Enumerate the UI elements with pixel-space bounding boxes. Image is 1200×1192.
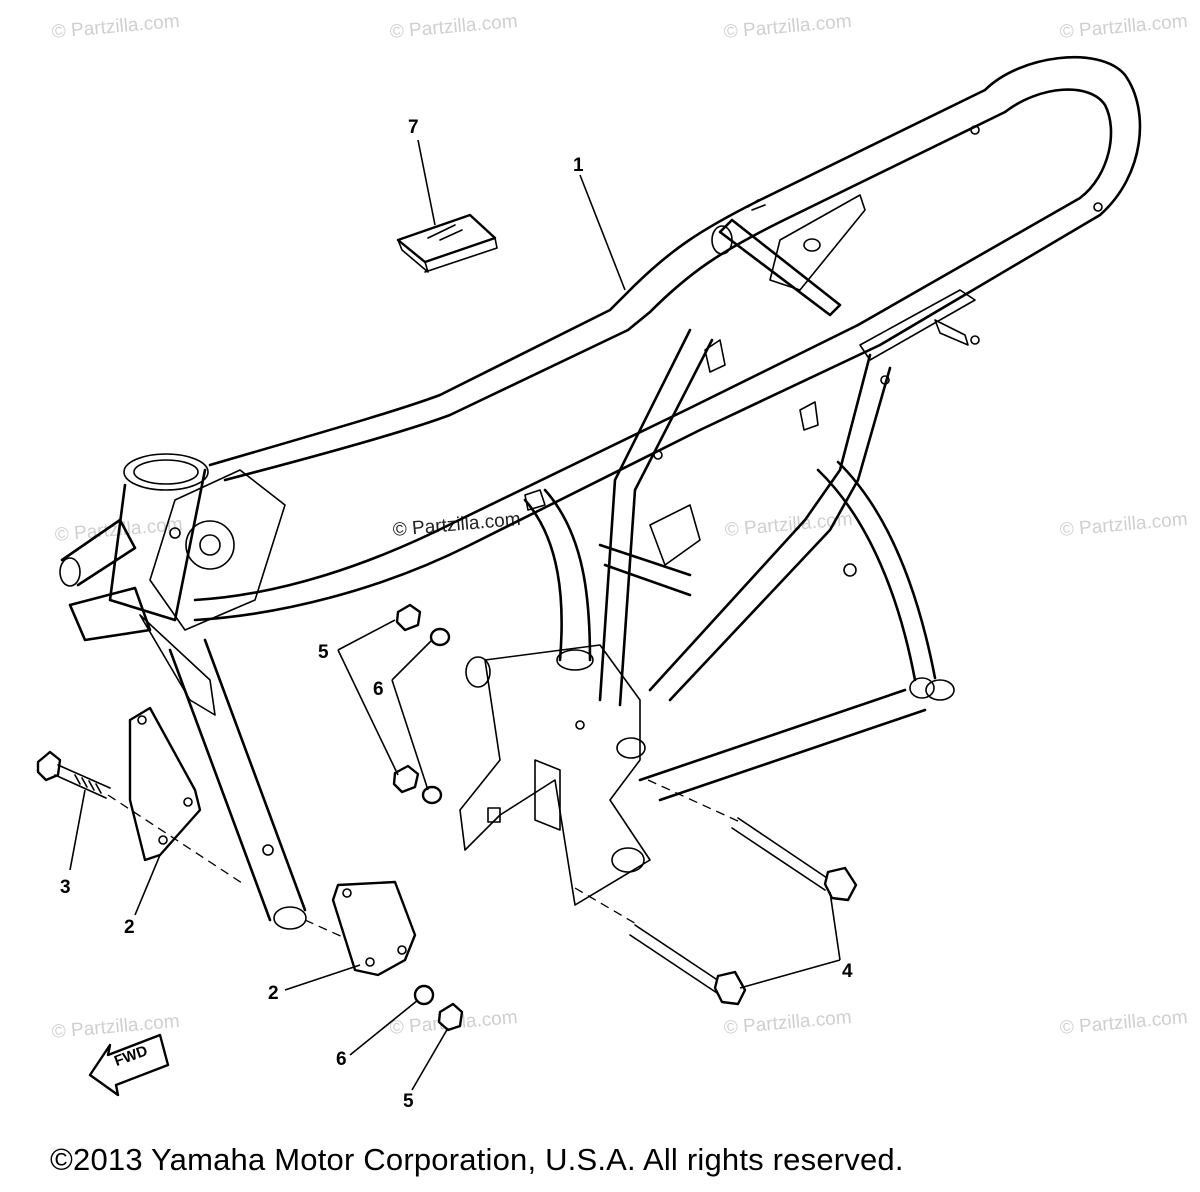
emblem-badge xyxy=(396,213,498,273)
callout-6: 6 xyxy=(336,1049,347,1070)
fwd-arrow-icon xyxy=(88,1033,170,1097)
nut-5-upper xyxy=(395,603,422,632)
washer-6-upper xyxy=(429,627,451,647)
leader-6a xyxy=(391,679,429,791)
leader-5a xyxy=(337,649,399,776)
frame-assembly xyxy=(59,55,1142,930)
alignment-line xyxy=(647,779,741,823)
leader-7 xyxy=(417,139,436,226)
leader-5a xyxy=(337,619,396,651)
callout-1: 1 xyxy=(573,155,584,176)
bolt-4-upper xyxy=(731,817,858,902)
leader-6a xyxy=(391,639,433,681)
nut-5-mid xyxy=(392,764,420,794)
alignment-line xyxy=(107,794,246,886)
callout-5: 5 xyxy=(318,642,329,663)
leader-3 xyxy=(69,789,86,871)
washer-6-lower xyxy=(413,984,435,1006)
leader-4 xyxy=(829,891,841,961)
leader-1 xyxy=(579,174,626,291)
engine-mount-plate-upper xyxy=(128,706,202,862)
nut-5-lower xyxy=(437,1002,464,1032)
callout-5: 5 xyxy=(403,1091,414,1112)
leader-2b xyxy=(284,964,361,991)
engine-mount-bracket xyxy=(459,644,651,906)
leader-4 xyxy=(739,959,841,989)
bolt-4-lower xyxy=(629,924,747,1006)
alignment-line xyxy=(304,919,346,939)
leader-6b xyxy=(349,999,419,1056)
callout-4: 4 xyxy=(842,961,853,982)
engine-mount-plate-lower xyxy=(331,880,417,977)
leader-5b xyxy=(411,1027,449,1091)
leader-2a xyxy=(134,854,161,916)
callout-7: 7 xyxy=(408,117,419,138)
callout-6: 6 xyxy=(373,679,384,700)
callout-2: 2 xyxy=(268,983,279,1004)
copyright-notice: ©2013 Yamaha Motor Corporation, U.S.A. A… xyxy=(50,1142,904,1177)
callout-2: 2 xyxy=(124,917,135,938)
callout-3: 3 xyxy=(60,877,71,898)
bolt-3 xyxy=(36,750,111,799)
washer-6-mid xyxy=(421,785,443,805)
alignment-line xyxy=(574,887,639,926)
